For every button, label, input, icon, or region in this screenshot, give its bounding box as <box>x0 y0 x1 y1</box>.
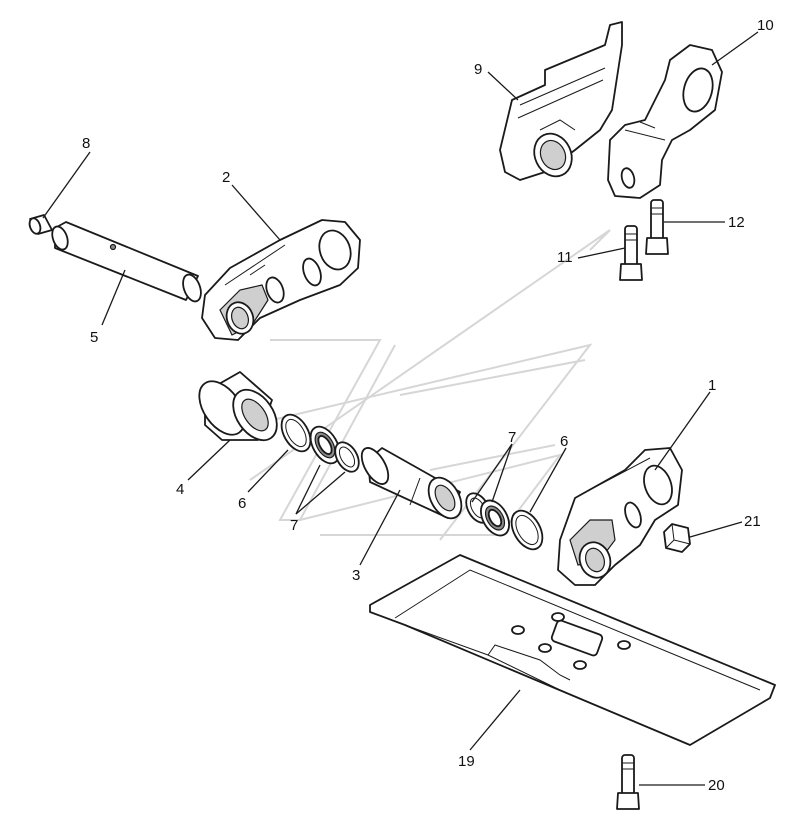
callout-8: 8 <box>82 135 90 152</box>
part-10-master-link <box>607 44 723 199</box>
callout-12: 12 <box>728 214 745 231</box>
part-20-shoe-bolt <box>616 754 640 810</box>
part-11-bolt <box>619 225 643 281</box>
leader-lines <box>42 31 759 786</box>
callout-1: 1 <box>708 377 716 394</box>
callout-7-left: 7 <box>290 517 298 534</box>
callout-11: 11 <box>557 249 573 266</box>
part-19-track-shoe <box>369 554 776 746</box>
part-12-bolt <box>645 199 669 255</box>
part-1-right-link <box>557 447 683 586</box>
part-2-left-link <box>201 219 361 341</box>
callout-10: 10 <box>757 17 774 34</box>
right-seal-rings <box>465 492 544 551</box>
callout-labels: 8 2 5 9 10 11 12 1 21 4 6 7 3 7 6 19 20 <box>82 17 774 794</box>
callout-6-right: 6 <box>560 433 568 450</box>
callout-19: 19 <box>458 753 475 770</box>
callout-3: 3 <box>352 567 360 584</box>
callout-2: 2 <box>222 169 230 186</box>
callout-9: 9 <box>474 61 482 78</box>
part-21-nut <box>663 523 691 553</box>
part-5-track-pin <box>51 221 202 303</box>
callout-6-left: 6 <box>238 495 246 512</box>
callout-5: 5 <box>90 329 98 346</box>
callout-21: 21 <box>744 513 761 530</box>
part-3-center-bushing <box>360 447 463 520</box>
callout-4: 4 <box>176 481 184 498</box>
part-9-master-link <box>499 21 623 181</box>
callout-20: 20 <box>708 777 725 794</box>
part-8-small-pin <box>28 214 53 235</box>
left-seal-rings <box>280 413 360 473</box>
part-4-bushing <box>198 371 278 442</box>
callout-7-right: 7 <box>508 429 516 446</box>
